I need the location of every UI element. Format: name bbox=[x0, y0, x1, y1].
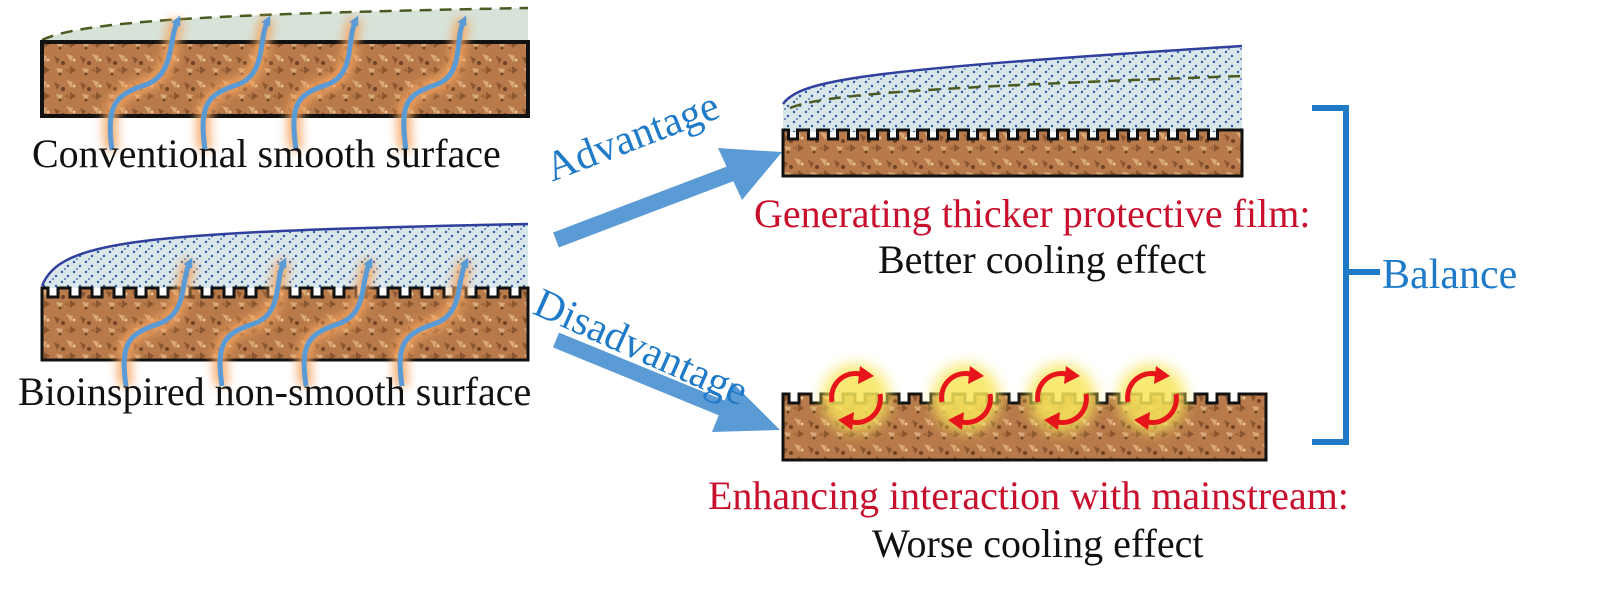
conventional-film bbox=[42, 8, 528, 42]
heat-arrow-icon bbox=[396, 15, 471, 151]
heat-arrow-icon bbox=[393, 257, 473, 387]
thin-film-dashed-boundary bbox=[789, 74, 1243, 110]
advantage-result-panel bbox=[781, 44, 1244, 178]
heat-arrow-icon bbox=[196, 15, 275, 151]
worse-cooling-label: Worse cooling effect bbox=[872, 521, 1204, 566]
thicker-film-label: Generating thicker protective film: bbox=[754, 191, 1311, 236]
vortex-icon bbox=[822, 364, 890, 432]
heat-arrow-icon bbox=[117, 257, 197, 387]
enhancing-interaction-label: Enhancing interaction with mainstream: bbox=[708, 473, 1349, 518]
balance-label: Balance bbox=[1382, 252, 1518, 298]
heat-arrow-icon bbox=[297, 257, 377, 387]
vortex-icon bbox=[932, 364, 1000, 432]
vortex-icon bbox=[1028, 364, 1096, 432]
heat-arrow-icon bbox=[213, 257, 291, 387]
bioinspired-film-boundary bbox=[40, 222, 529, 287]
disadvantage-arrow bbox=[552, 332, 780, 432]
vortex-group bbox=[822, 364, 1186, 432]
conventional-surface-panel bbox=[40, 6, 530, 151]
bioinspired-heat-arrows bbox=[117, 257, 473, 387]
conventional-heat-arrows bbox=[103, 15, 471, 151]
advantage-arrow bbox=[553, 148, 782, 248]
thick-film bbox=[783, 46, 1242, 132]
heat-arrow-icon bbox=[286, 15, 363, 151]
conventional-surface-label: Conventional smooth surface bbox=[32, 131, 501, 176]
thick-film-boundary bbox=[781, 44, 1243, 105]
better-cooling-label: Better cooling effect bbox=[878, 237, 1207, 282]
advantage-substrate bbox=[781, 128, 1244, 178]
vortex-icon bbox=[1118, 364, 1186, 432]
disadvantage-result-panel bbox=[781, 364, 1268, 462]
bioinspired-surface-label: Bioinspired non-smooth surface bbox=[18, 369, 532, 414]
bioinspired-surface-panel bbox=[40, 222, 530, 387]
conventional-film-dashed-boundary bbox=[41, 6, 529, 42]
heat-arrow-icon bbox=[103, 15, 185, 151]
